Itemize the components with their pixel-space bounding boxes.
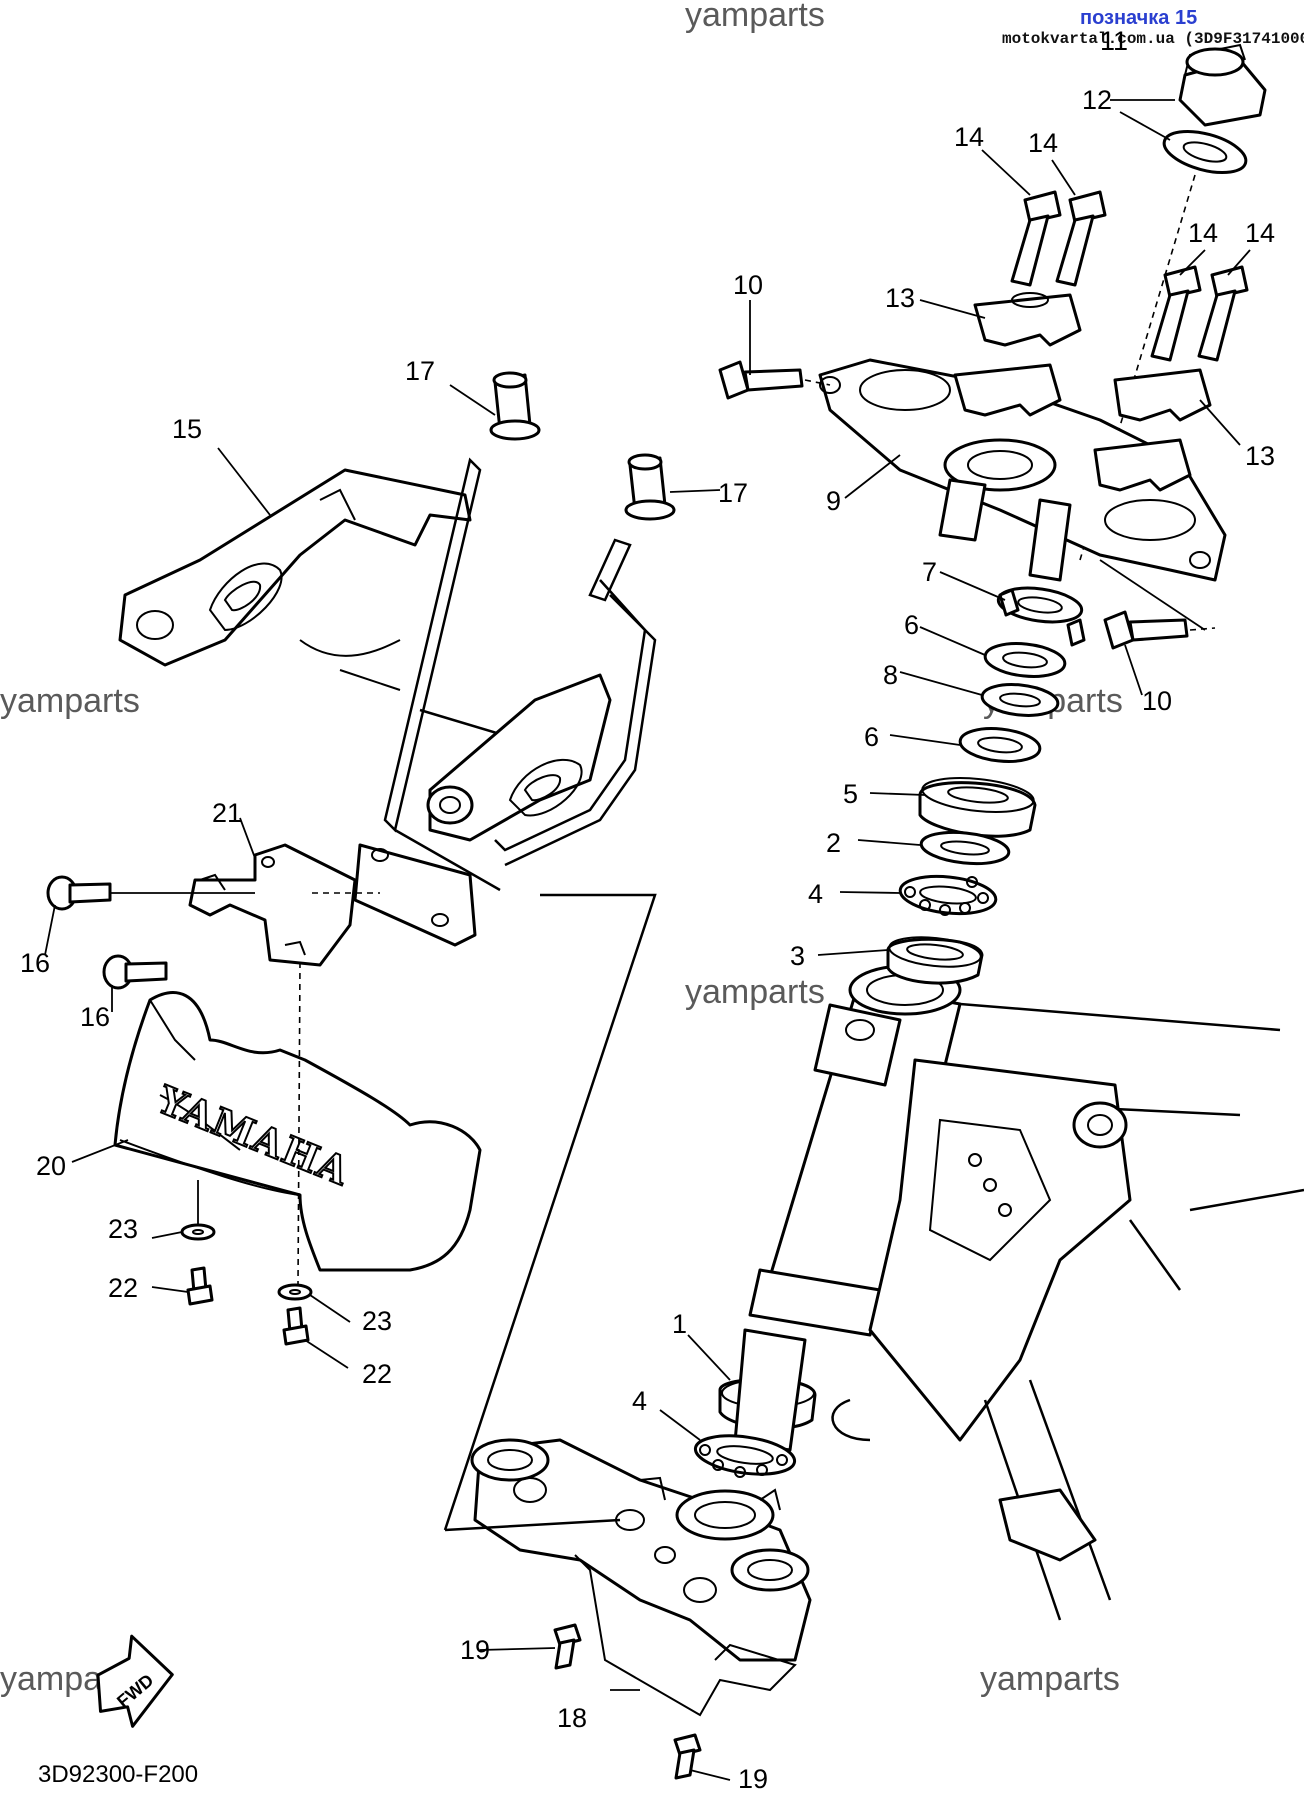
callout-16: 16 bbox=[20, 948, 50, 978]
headlight-stay-mount-plate bbox=[353, 843, 477, 947]
callout-leaders bbox=[44, 99, 1251, 1781]
callout-4: 4 bbox=[632, 1386, 647, 1416]
ring-nut bbox=[983, 642, 1067, 678]
callout-1: 1 bbox=[672, 1309, 687, 1339]
callout-10: 10 bbox=[1142, 686, 1172, 716]
callout-17: 17 bbox=[718, 478, 748, 508]
watermark: yamparts bbox=[685, 0, 825, 34]
callout-7: 7 bbox=[922, 557, 937, 587]
stay-collar bbox=[489, 371, 541, 441]
ball-bearing bbox=[898, 874, 998, 916]
header-label-ref: позначка 15 bbox=[1080, 7, 1197, 29]
watermark: yamparts bbox=[0, 682, 140, 720]
frame-head-pipe bbox=[748, 964, 1304, 1621]
callout-12: 12 bbox=[1082, 85, 1112, 115]
watermark: yamparts bbox=[980, 1660, 1120, 1698]
callout-5: 5 bbox=[843, 779, 858, 809]
callout-2: 2 bbox=[826, 828, 841, 858]
callout-13: 13 bbox=[1245, 441, 1275, 471]
lower-bracket bbox=[470, 1438, 812, 1662]
callout-13: 13 bbox=[885, 283, 915, 313]
handlebar-holder-bolt bbox=[1197, 265, 1249, 362]
callout-11: 11 bbox=[1100, 26, 1128, 56]
bearing-race-lower bbox=[886, 936, 984, 985]
callout-6: 6 bbox=[904, 610, 919, 640]
headlight-stay-arm bbox=[118, 468, 472, 691]
rubber-washer bbox=[980, 683, 1060, 717]
fwd-arrow-icon: FWD bbox=[96, 1634, 174, 1728]
callout-20: 20 bbox=[36, 1151, 66, 1181]
callout-6: 6 bbox=[864, 722, 879, 752]
callout-22: 22 bbox=[362, 1359, 392, 1389]
callout-23: 23 bbox=[362, 1306, 392, 1336]
pinch-bolt bbox=[718, 360, 804, 400]
handlebar-holder-bolt bbox=[1055, 190, 1107, 287]
lower-handlebar-holder bbox=[1093, 438, 1192, 492]
callout-14: 14 bbox=[954, 122, 984, 152]
lower-handlebar-holder bbox=[953, 363, 1062, 417]
cover-screw bbox=[186, 1266, 214, 1306]
guide-screw bbox=[673, 1733, 702, 1780]
callout-14: 14 bbox=[1245, 218, 1275, 248]
callout-21: 21 bbox=[212, 798, 242, 828]
lower-handlebar-holder bbox=[1113, 368, 1212, 422]
header-source: motokvartal.com.ua (3D9F31741000) bbox=[1002, 30, 1304, 48]
callout-4: 4 bbox=[808, 879, 823, 909]
headlight-stay-lower-arm bbox=[426, 673, 612, 842]
callout-14: 14 bbox=[1188, 218, 1218, 248]
cover-washer bbox=[180, 1223, 216, 1241]
diagram-code: 3D92300-F200 bbox=[38, 1761, 198, 1788]
steering-stem bbox=[733, 1328, 807, 1452]
cover-bracket bbox=[188, 843, 357, 967]
ball-bearing-lower bbox=[693, 1434, 797, 1478]
lock-washer bbox=[996, 586, 1086, 647]
callout-3: 3 bbox=[790, 941, 805, 971]
cover-washer bbox=[277, 1283, 313, 1301]
callout-23: 23 bbox=[108, 1214, 138, 1244]
brake-hose-guide bbox=[574, 1554, 797, 1717]
bearing-race-upper bbox=[919, 830, 1011, 866]
callout-18: 18 bbox=[557, 1703, 587, 1733]
headlight-stay bbox=[383, 457, 657, 892]
callout-8: 8 bbox=[883, 660, 898, 690]
handlebar-holder-bolt bbox=[1010, 190, 1062, 287]
guide-screw bbox=[553, 1623, 582, 1670]
upper-bracket bbox=[818, 358, 1227, 582]
callout-10: 10 bbox=[733, 270, 763, 300]
cover-bolt bbox=[46, 875, 112, 911]
cover-screw bbox=[282, 1306, 310, 1346]
steering-stem-nut bbox=[1178, 43, 1267, 127]
stay-collar bbox=[624, 453, 676, 521]
callout-19: 19 bbox=[738, 1764, 768, 1794]
headlight-cover: YAMAHA bbox=[113, 991, 482, 1272]
callout-19: 19 bbox=[460, 1635, 490, 1665]
stem-washer bbox=[1162, 129, 1248, 175]
pinch-bolt bbox=[1103, 610, 1189, 650]
callout-9: 9 bbox=[826, 486, 841, 516]
cover-bolt bbox=[102, 954, 168, 990]
callout-15: 15 bbox=[172, 414, 202, 444]
bearing-cover bbox=[918, 777, 1037, 838]
handlebar-holder-bolt bbox=[1150, 265, 1202, 362]
callout-16: 16 bbox=[80, 1002, 110, 1032]
callout-14: 14 bbox=[1028, 128, 1058, 158]
callout-17: 17 bbox=[405, 356, 435, 386]
callout-22: 22 bbox=[108, 1273, 138, 1303]
watermark: yamparts bbox=[685, 973, 825, 1011]
upper-handlebar-holder bbox=[973, 292, 1082, 347]
ring-nut bbox=[958, 727, 1042, 763]
